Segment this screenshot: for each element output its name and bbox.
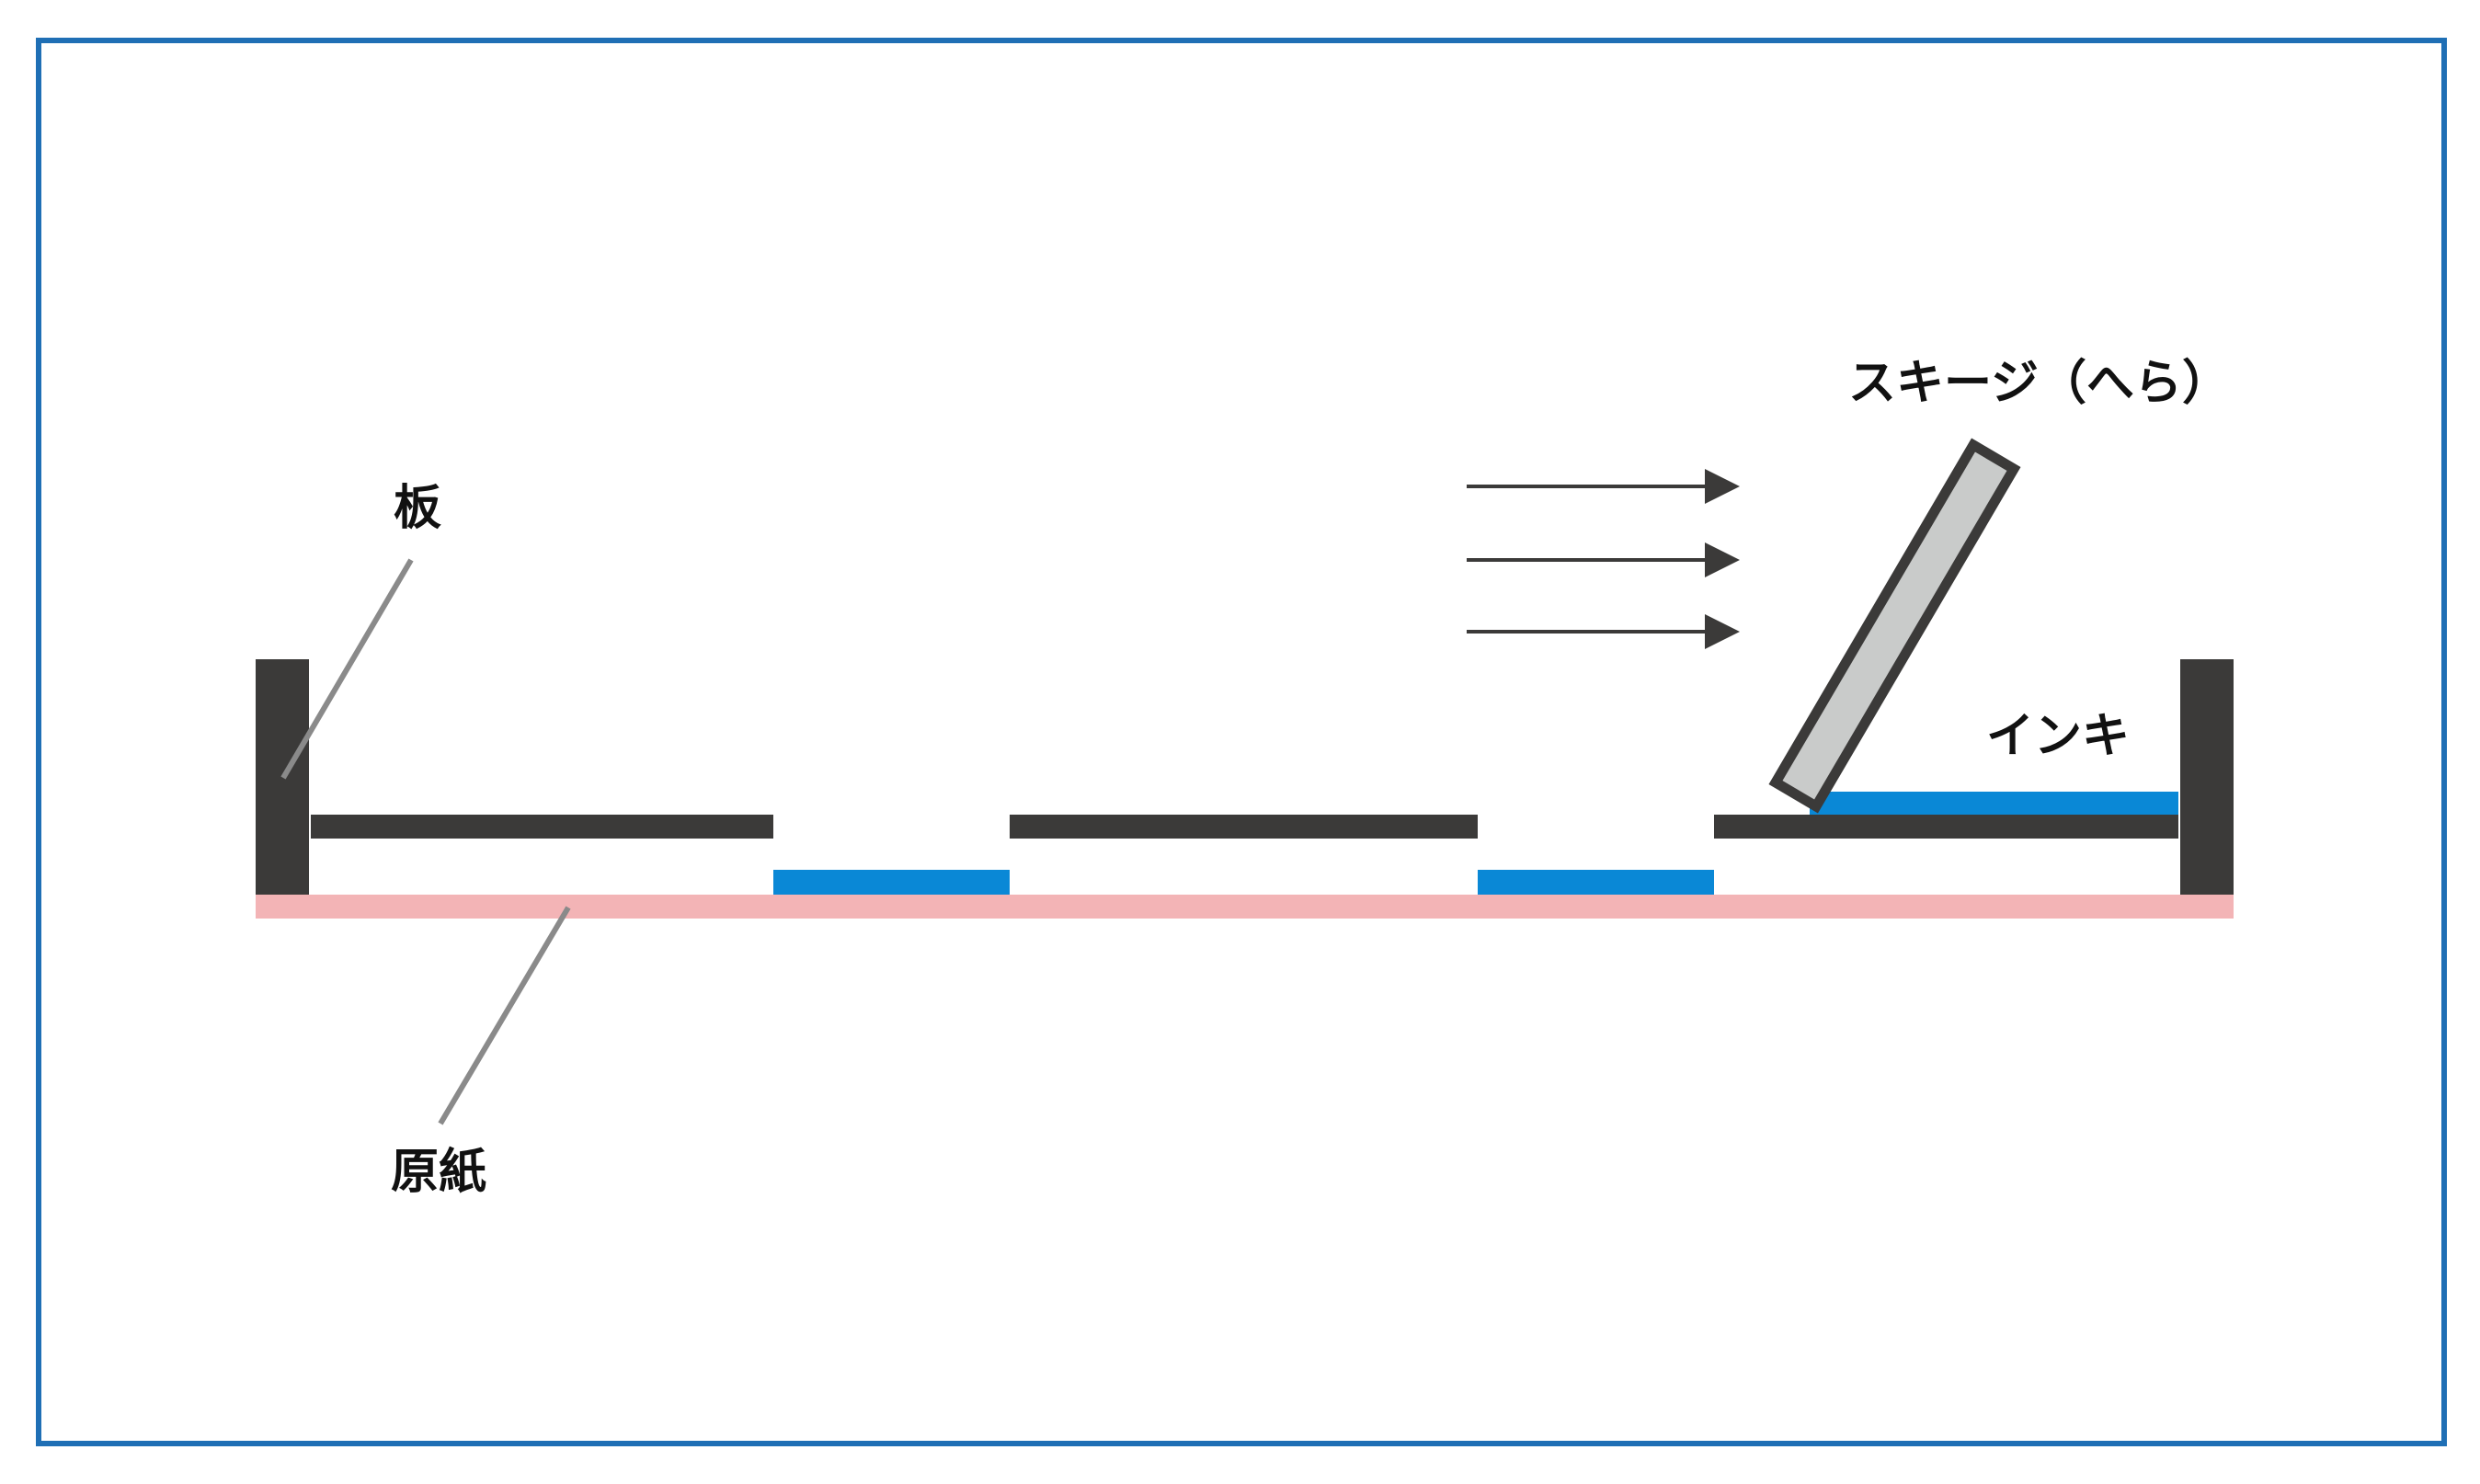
label-ink: インキ <box>1986 709 2130 764</box>
right-arrow-icon <box>1467 614 1740 649</box>
label-stencil-paper: 原紙 <box>391 1145 486 1200</box>
label-squeegee: スキージ（へら） <box>1848 356 2230 411</box>
right-arrow-icon <box>1467 542 1740 577</box>
screen-segment-2 <box>1010 815 1478 839</box>
squeegee <box>1768 438 2021 814</box>
label-board: 板 <box>394 481 441 536</box>
stencil-paper <box>256 895 2234 919</box>
board-right <box>2180 659 2234 895</box>
leader-line-stencil-paper <box>438 906 571 1125</box>
diagram-frame <box>36 38 2447 1446</box>
ink-pool <box>1810 792 2178 815</box>
right-arrow-icon <box>1467 469 1740 504</box>
screen-segment-1 <box>311 815 773 839</box>
screen-segment-3 <box>1714 815 2178 839</box>
leader-line-board <box>280 558 414 780</box>
printed-ink-1 <box>773 870 1010 895</box>
printed-ink-2 <box>1478 870 1714 895</box>
